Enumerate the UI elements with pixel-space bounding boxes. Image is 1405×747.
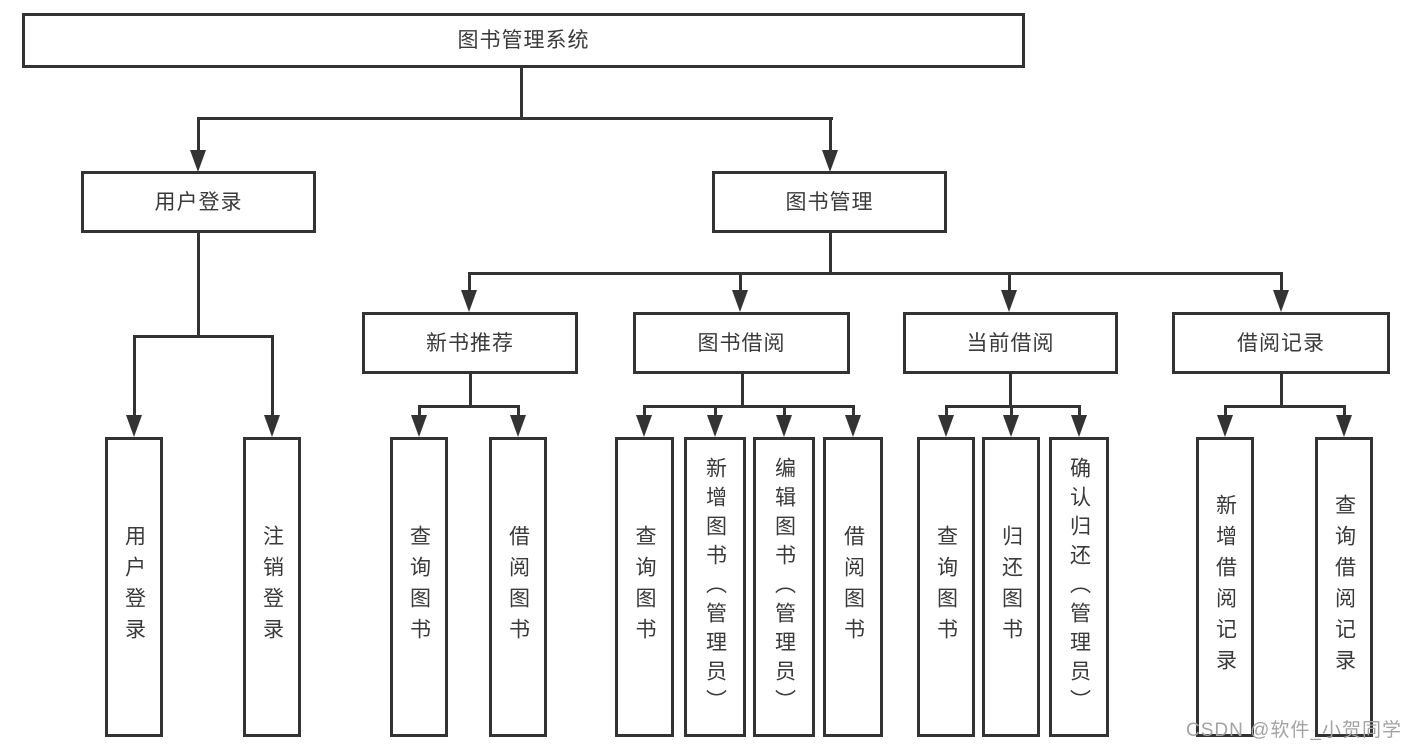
- connector-level3-drop: [1280, 272, 1283, 293]
- leaf-logout: 注销登录: [243, 437, 301, 737]
- leaf-currentborrow-query-label: 查询图书: [934, 525, 958, 649]
- leaf-currentborrow-return-label: 归还图书: [999, 525, 1023, 649]
- connector-level3-drop: [468, 272, 471, 293]
- leaf-logout-label: 注销登录: [260, 525, 284, 649]
- leaf-bookborrow-add-label: 新增图书（管理员）: [703, 456, 727, 718]
- connector-leaf-drop: [1078, 405, 1081, 418]
- node-new-book-rec: 新书推荐: [362, 312, 578, 374]
- leaf-currentborrow-confirm: 确认归还（管理员）: [1049, 437, 1109, 737]
- arrowhead-icon: [732, 290, 748, 312]
- arrowhead-icon: [1273, 290, 1289, 312]
- arrowhead-icon: [264, 415, 280, 437]
- arrowhead-icon: [845, 415, 861, 437]
- leaf-borrowrecord-add: 新增借阅记录: [1196, 437, 1254, 737]
- arrowhead-icon: [411, 415, 427, 437]
- arrowhead-icon: [822, 150, 838, 172]
- connector-leaf-drop: [1224, 405, 1227, 418]
- connector-leaf-drop: [714, 405, 717, 418]
- leaf-currentborrow-confirm-label: 确认归还（管理员）: [1067, 456, 1091, 718]
- arrowhead-icon: [776, 415, 792, 437]
- connector-leaf-drop: [418, 405, 421, 418]
- connector-leaf-drop: [517, 405, 520, 418]
- leaf-user-login-label: 用户登录: [122, 525, 146, 649]
- connector-borrowrecord-rail: [1224, 405, 1346, 408]
- leaf-borrowrecord-query: 查询借阅记录: [1315, 437, 1373, 737]
- arrowhead-icon: [1003, 415, 1019, 437]
- arrowhead-icon: [1217, 415, 1233, 437]
- leaf-bookborrow-add: 新增图书（管理员）: [684, 437, 746, 737]
- leaf-borrowrecord-query-label: 查询借阅记录: [1332, 494, 1356, 680]
- connector-currentborrow-stem: [1009, 374, 1012, 407]
- connector-level3-drop: [739, 272, 742, 293]
- node-current-borrow-label: 当前借阅: [966, 331, 1055, 355]
- node-user-login-label: 用户登录: [154, 190, 243, 214]
- connector-currentborrow-rail: [945, 405, 1081, 408]
- node-book-mgmt-label: 图书管理: [785, 190, 874, 214]
- connector-level2-rail: [197, 117, 833, 120]
- connector-userlogin-stem: [197, 233, 200, 337]
- connector-leaf-drop: [852, 405, 855, 418]
- arrowhead-icon: [126, 415, 142, 437]
- arrowhead-icon: [461, 290, 477, 312]
- node-borrow-record-label: 借阅记录: [1237, 331, 1325, 355]
- connector-bookmgmt-drop: [829, 117, 832, 153]
- connector-newbook-rail: [418, 405, 520, 408]
- node-book-borrow-label: 图书借阅: [697, 331, 786, 355]
- leaf-bookborrow-query-label: 查询图书: [633, 525, 656, 649]
- arrowhead-icon: [938, 415, 954, 437]
- leaf-newbook-query: 查询图书: [390, 437, 448, 737]
- arrowhead-icon: [1001, 290, 1017, 312]
- leaf-bookborrow-edit: 编辑图书（管理员）: [753, 437, 815, 737]
- connector-userlogin-rail: [133, 335, 274, 338]
- connector-bookmgmt-stem: [829, 233, 832, 274]
- node-book-mgmt: 图书管理: [712, 171, 947, 233]
- node-user-login: 用户登录: [81, 171, 316, 233]
- node-new-book-rec-label: 新书推荐: [426, 331, 514, 355]
- arrowhead-icon: [636, 415, 652, 437]
- leaf-bookborrow-borrow: 借阅图书: [823, 437, 883, 737]
- connector-level3-drop: [1008, 272, 1011, 293]
- arrowhead-icon: [510, 415, 526, 437]
- connector-leaf-drop: [271, 335, 274, 417]
- leaf-newbook-borrow-label: 借阅图书: [506, 525, 530, 649]
- node-borrow-record: 借阅记录: [1172, 312, 1390, 374]
- node-root: 图书管理系统: [22, 13, 1025, 68]
- leaf-currentborrow-return: 归还图书: [982, 437, 1040, 737]
- leaf-newbook-query-label: 查询图书: [407, 525, 431, 649]
- node-current-borrow: 当前借阅: [903, 312, 1118, 374]
- leaf-borrowrecord-add-label: 新增借阅记录: [1213, 494, 1237, 680]
- connector-leaf-drop: [643, 405, 646, 418]
- connector-borrowrecord-stem: [1280, 374, 1283, 407]
- arrowhead-icon: [1336, 415, 1352, 437]
- connector-level3-rail: [468, 272, 1283, 275]
- connector-newbook-stem: [469, 374, 472, 407]
- leaf-bookborrow-edit-label: 编辑图书（管理员）: [772, 456, 796, 718]
- connector-leaf-drop: [945, 405, 948, 418]
- leaf-currentborrow-query: 查询图书: [917, 437, 975, 737]
- connector-leaf-drop: [1343, 405, 1346, 418]
- connector-root-stem: [520, 66, 523, 119]
- csdn-watermark: CSDN @软件_小贺同学: [1186, 720, 1402, 741]
- leaf-bookborrow-query: 查询图书: [615, 437, 674, 737]
- leaf-user-login: 用户登录: [105, 437, 163, 737]
- connector-leaf-drop: [783, 405, 786, 418]
- leaf-newbook-borrow: 借阅图书: [489, 437, 547, 737]
- leaf-bookborrow-borrow-label: 借阅图书: [841, 525, 865, 649]
- connector-bookborrow-stem: [741, 374, 744, 407]
- arrowhead-icon: [190, 150, 206, 172]
- node-book-borrow: 图书借阅: [633, 312, 850, 374]
- connector-leaf-drop: [133, 335, 136, 417]
- connector-leaf-drop: [1010, 405, 1013, 418]
- connector-bookborrow-rail: [643, 405, 855, 408]
- connector-userlogin-drop: [197, 117, 200, 153]
- arrowhead-icon: [707, 415, 723, 437]
- node-root-label: 图书管理系统: [457, 29, 590, 52]
- arrowhead-icon: [1071, 415, 1087, 437]
